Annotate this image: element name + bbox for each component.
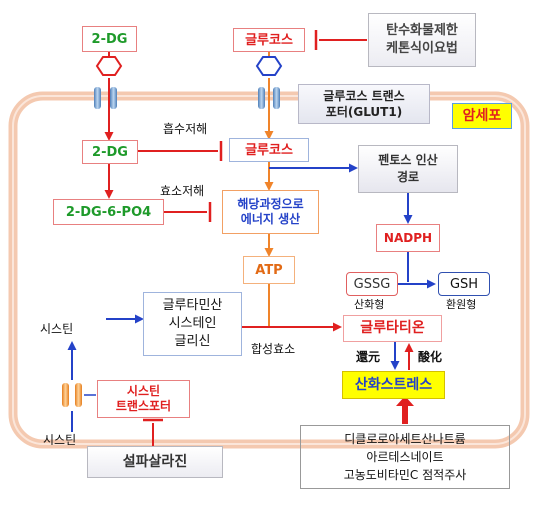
label-oxidized: 산화형 <box>354 298 385 311</box>
box-cystine-transporter: 시스틴 트랜스포터 <box>97 380 190 418</box>
label-reduction: 還元 <box>356 350 381 364</box>
badge-cancer-cell: 암세포 <box>452 103 512 129</box>
box-gssg: GSSG <box>346 272 398 296</box>
box-sulfasalazine: 설파살라진 <box>87 446 223 478</box>
transporter-2dg <box>94 87 117 109</box>
transporter-glut1 <box>258 87 280 109</box>
box-amino-acids: 글루타민산 시스테인 글리신 <box>143 292 242 356</box>
hexagon-glucose-icon <box>255 56 283 76</box>
hexagon-2dg-icon <box>95 56 123 76</box>
box-glycolysis: 해당과정으로 에너지 생산 <box>222 190 319 234</box>
box-glutathione: 글루타티온 <box>343 315 442 342</box>
box-2dg-inside: 2-DG <box>82 140 138 164</box>
label-cystine-bottom: 시스틴 <box>43 433 77 447</box>
box-glucose-inside: 글루코스 <box>229 138 309 162</box>
box-glut1-label: 글루코스 트랜스 포터(GLUT1) <box>298 84 430 124</box>
box-2dg6po4: 2-DG-6-PO4 <box>53 199 164 225</box>
box-atp: ATP <box>243 256 295 284</box>
box-oxidative-stress: 산화스트레스 <box>342 371 445 399</box>
label-absorption-inhibit: 흡수저해 <box>163 122 208 136</box>
box-2dg: 2-DG <box>82 26 137 52</box>
label-enzyme-inhibit: 효소저해 <box>160 184 205 198</box>
label-reduced: 환원형 <box>446 298 477 311</box>
transporter-cystine <box>62 383 82 407</box>
box-glucose-outside: 글루코스 <box>233 28 305 52</box>
arrow-drugs-to-stress-head <box>396 396 414 406</box>
label-synthase: 합성효소 <box>251 342 296 356</box>
box-drugs: 디클로로아세트산나트륨 아르테스네이트 고농도비타민C 점적주사 <box>300 425 510 489</box>
box-gsh: GSH <box>438 272 490 296</box>
box-diet: 탄수화물제한 케톤식이요법 <box>368 13 476 67</box>
label-oxidation: 酸化 <box>418 350 443 364</box>
box-nadph: NADPH <box>376 224 440 252</box>
label-cystine-top: 시스틴 <box>40 322 74 336</box>
box-pentose: 펜토스 인산 경로 <box>358 145 458 193</box>
